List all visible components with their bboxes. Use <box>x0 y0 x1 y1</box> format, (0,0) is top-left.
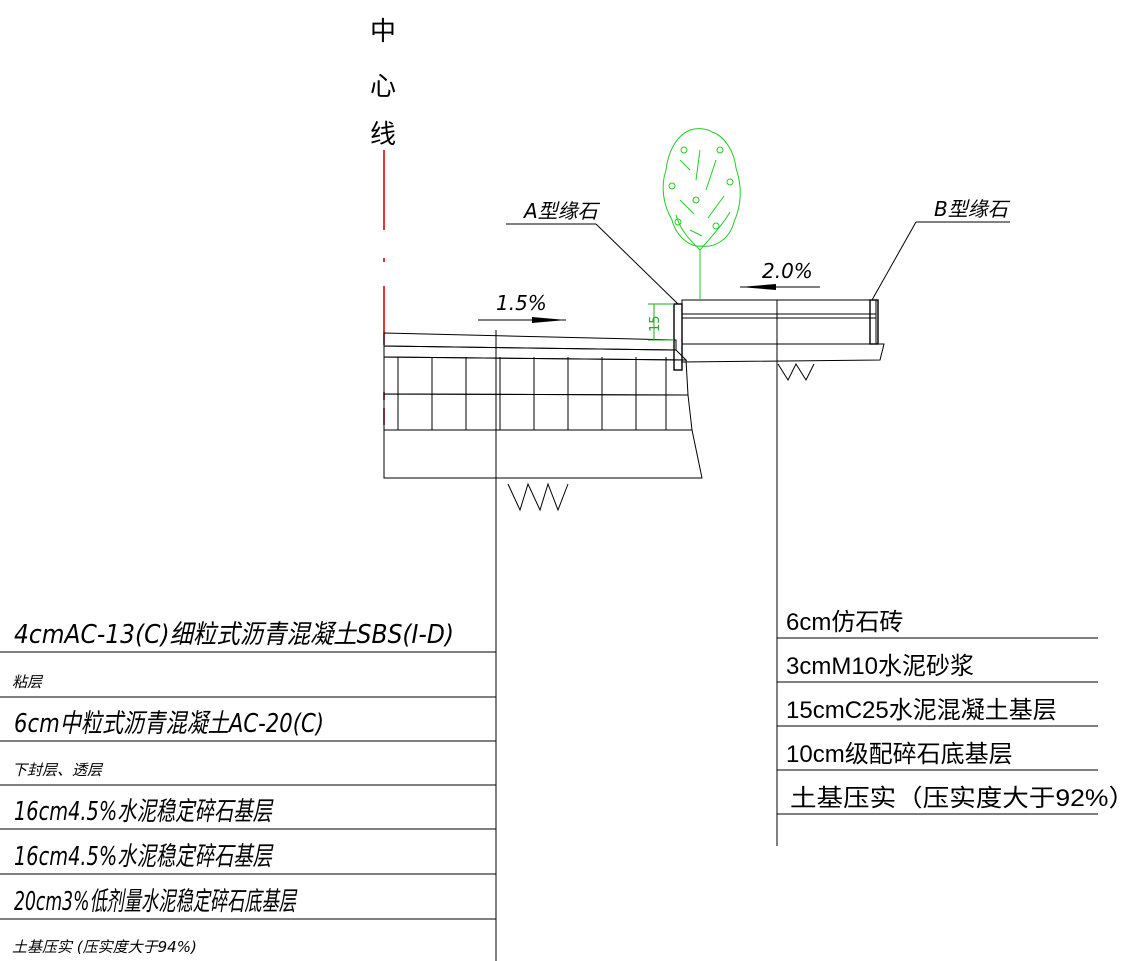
curb-b-label: B型缘石 <box>934 197 1011 221</box>
roadway-layer-8: 土基压实 (压实度大于94%) <box>12 938 197 956</box>
curb-b-body <box>869 299 879 345</box>
roadway-structure <box>383 332 703 512</box>
roadway-layer-4: 下封层、透层 <box>12 761 104 779</box>
sidewalk-mortar-layer <box>681 313 877 319</box>
curb-height-value: 15 <box>648 315 663 332</box>
sidewalk-concrete-layer <box>681 317 877 345</box>
curb-a-label: A型缘石 <box>522 199 601 223</box>
sidewalk-slope-annotation: 2.0% <box>740 259 820 290</box>
roadway-surface-layer <box>383 332 677 351</box>
tree-icon <box>662 128 741 300</box>
roadway-layer-3: 6cm中粒式沥青混凝土AC-20(C) <box>14 709 324 739</box>
roadway-base-layer-2 <box>383 393 693 431</box>
roadway-subgrade-symbol <box>507 482 569 512</box>
sidewalk-subgrade-symbol <box>777 362 815 382</box>
sidewalk-layer-4: 10cm级配碎石底基层 <box>786 741 1013 768</box>
curb-a-callout: A型缘石 <box>506 199 679 305</box>
roadway-subbase-layer <box>383 429 703 479</box>
sidewalk-layer-5: 土基压实（压实度大于92%） <box>790 785 1135 812</box>
roadway-layer-legend: 4cmAC-13(C)细粒式沥青混凝土SBS(I-D) 粘层 6cm中粒式沥青混… <box>0 620 496 956</box>
centerline-label-char-1: 中 <box>370 16 396 46</box>
sidewalk-structure <box>681 299 885 382</box>
centerline: 中 心 线 <box>370 16 396 425</box>
roadway-layer-2: 粘层 <box>12 673 44 691</box>
roadway-slope-arrow <box>532 317 566 323</box>
sidewalk-layer-1: 6cm仿石砖 <box>786 609 903 636</box>
sidewalk-slope-arrow <box>740 284 776 290</box>
roadway-layer-6: 16cm4.5%水泥稳定碎石基层 <box>14 842 274 872</box>
roadway-slope-label: 1.5% <box>496 291 547 315</box>
roadway-layer-7: 20cm3%低剂量水泥稳定碎石底基层 <box>14 887 298 917</box>
centerline-label-char-3: 线 <box>370 119 396 149</box>
roadway-base-layer-1 <box>383 356 689 396</box>
sidewalk-layer-2: 3cmM10水泥砂浆 <box>786 653 974 680</box>
sidewalk-slope-label: 2.0% <box>762 259 813 283</box>
centerline-label-char-2: 心 <box>370 71 396 101</box>
sidewalk-brick-layer <box>681 299 877 315</box>
roadway-base-block-lines <box>397 357 667 430</box>
sidewalk-layer-3: 15cmC25水泥混凝土基层 <box>786 697 1057 724</box>
roadway-slope-annotation: 1.5% <box>478 291 566 323</box>
sidewalk-layer-legend: 6cm仿石砖 3cmM10水泥砂浆 15cmC25水泥混凝土基层 10cm级配碎… <box>777 609 1135 815</box>
sidewalk-gravel-layer <box>681 343 885 363</box>
roadway-layer-5: 16cm4.5%水泥稳定碎石基层 <box>14 797 274 827</box>
roadway-layer-1: 4cmAC-13(C)细粒式沥青混凝土SBS(I-D) <box>14 620 454 650</box>
curb-b-callout: B型缘石 <box>871 197 1011 301</box>
